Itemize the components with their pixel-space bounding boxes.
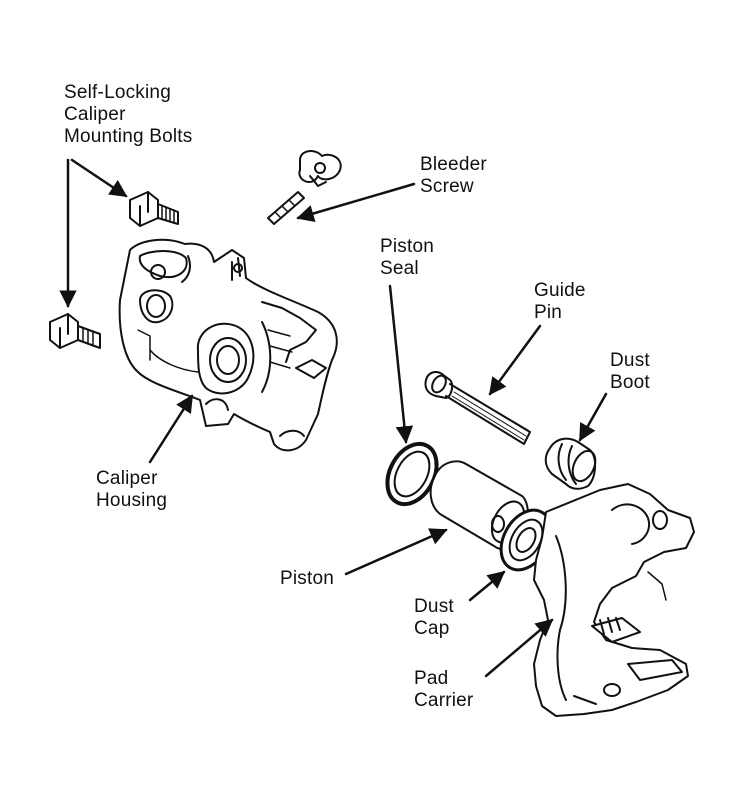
label-piston-seal: Piston Seal bbox=[380, 236, 435, 279]
label-guide-pin: Guide Pin bbox=[534, 280, 586, 323]
label-caliper-housing: Caliper Housing bbox=[96, 468, 168, 511]
label-bleeder-screw: Bleeder Screw bbox=[420, 154, 487, 197]
label-dust-boot: Dust Boot bbox=[610, 350, 650, 393]
leader-arrow-piston bbox=[344, 528, 448, 576]
leader-arrow-bleeder bbox=[296, 182, 416, 222]
mounting-bolt-lower bbox=[49, 313, 101, 349]
mounting-bolt-upper bbox=[129, 191, 179, 227]
guide-pin bbox=[424, 371, 531, 445]
leader-arrow-piston-seal bbox=[388, 284, 414, 444]
leader-arrow-dust-cap bbox=[468, 570, 506, 602]
leader-arrow-dust-boot bbox=[578, 392, 608, 442]
label-piston: Piston bbox=[280, 568, 335, 589]
leader-arrow-guide-pin bbox=[488, 324, 542, 396]
leader-arrow-housing bbox=[148, 394, 194, 464]
dust-boot bbox=[544, 437, 597, 490]
label-pad-carrier: Pad Carrier bbox=[414, 668, 474, 711]
leader-arrow-pad-carrier bbox=[484, 618, 554, 678]
bleeder-screw bbox=[267, 150, 342, 225]
label-self-locking-bolts: Self-Locking Caliper Mounting Bolts bbox=[64, 82, 193, 147]
label-dust-cap: Dust Cap bbox=[414, 596, 454, 639]
pad-carrier bbox=[533, 483, 695, 717]
leader-arrow-bolt-upper bbox=[70, 158, 128, 198]
caliper-housing bbox=[118, 238, 338, 452]
